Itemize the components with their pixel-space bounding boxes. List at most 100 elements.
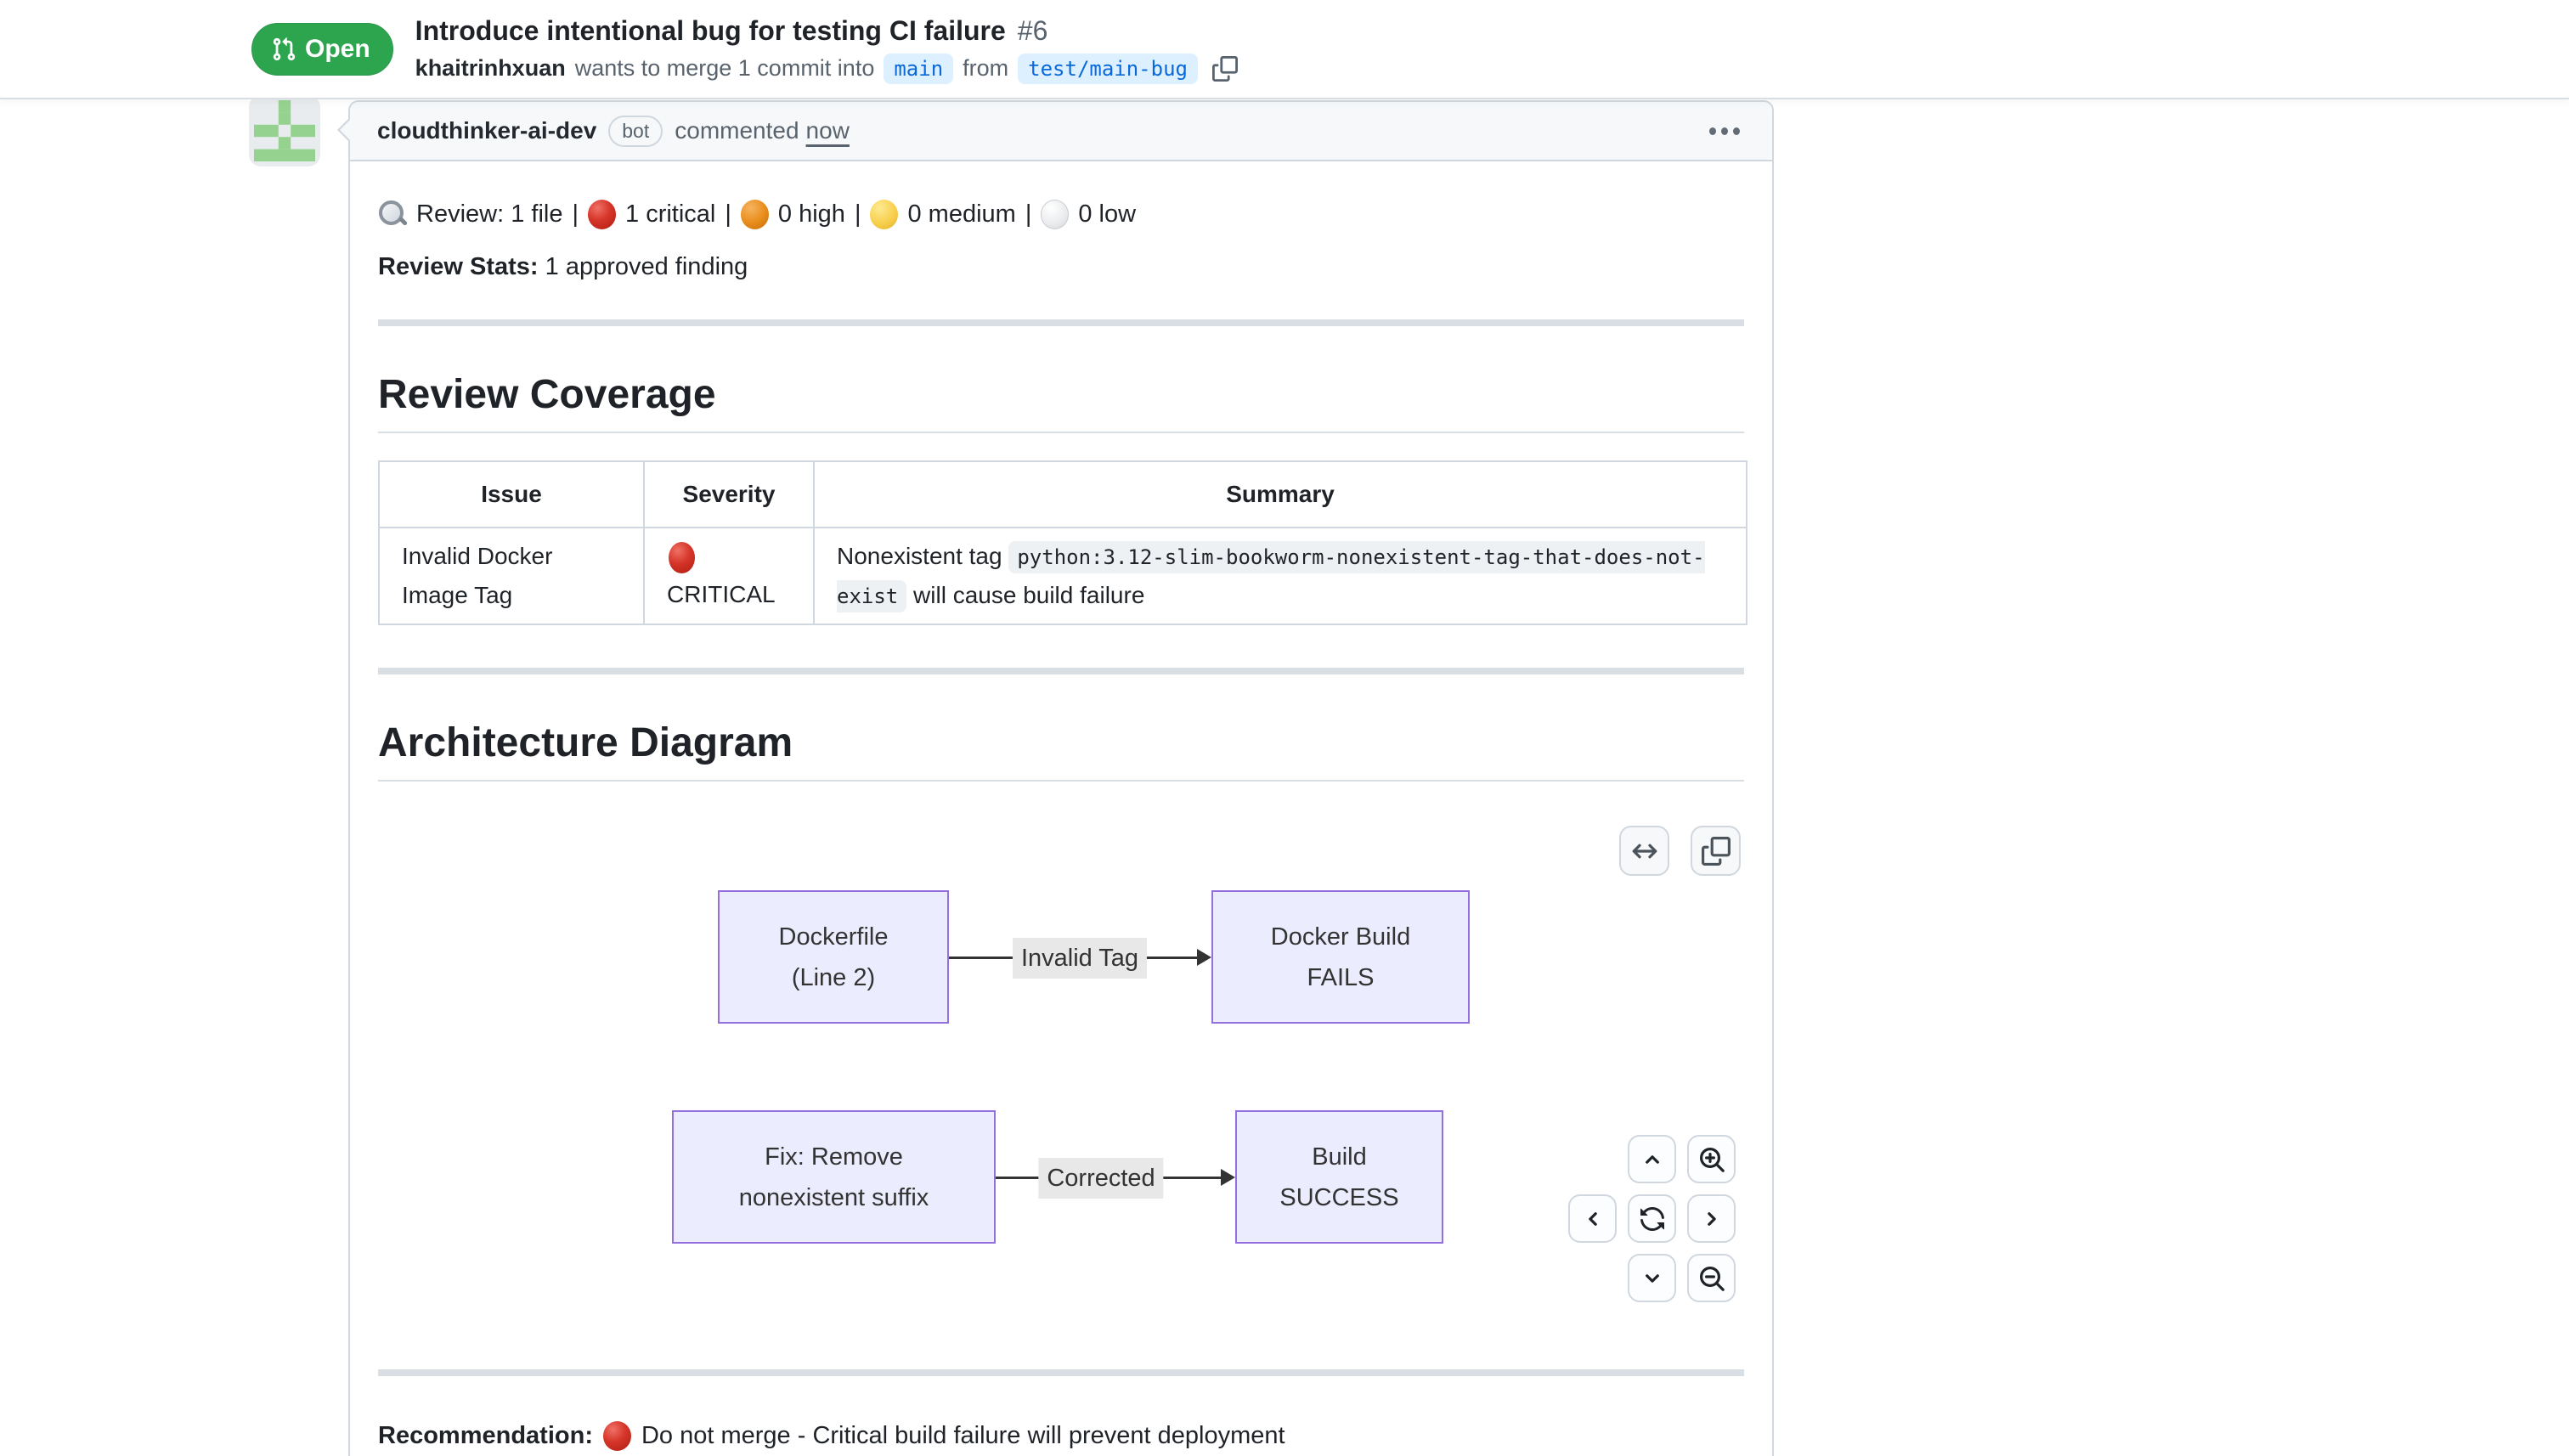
separator: | [1025,200,1032,228]
review-low-text: 0 low [1078,200,1137,228]
node-label-line: nonexistent suffix [738,1183,929,1211]
review-coverage-table: Issue Severity Summary Invalid Docker Im… [378,460,1747,625]
yellow-circle-icon [870,199,899,229]
pr-number: #6 [1017,14,1048,46]
arrowhead-icon [1197,949,1211,966]
chevron-left-icon [1580,1206,1606,1232]
copy-icon [1211,55,1238,82]
divider [378,319,1744,326]
pan-right-button[interactable] [1687,1194,1736,1243]
diagram-node-dockerfile: Dockerfile (Line 2) [718,890,949,1024]
recommendation-text: Do not merge - Critical build failure wi… [641,1422,1285,1449]
refresh-icon [1639,1205,1666,1233]
table-row: Invalid Docker Image Tag CRITICAL Nonexi… [378,527,1747,625]
separator: | [854,200,861,228]
summary-text-after: will cause build failure [913,582,1145,608]
divider [378,1369,1744,1376]
diagram-copy-button[interactable] [1691,826,1741,876]
issue-cell: Invalid Docker Image Tag [378,527,645,625]
diagram-node-fix: Fix: Remove nonexistent suffix [672,1110,996,1244]
node-label-line: (Line 2) [791,963,876,991]
comment-card: cloudthinker-ai-dev bot commented now Re… [348,100,1774,1456]
edge-label-invalid-tag: Invalid Tag [1012,938,1148,979]
bot-badge: bot [608,115,663,147]
coverage-heading: Review Coverage [378,370,1744,433]
comment-action-text: commented [675,117,799,144]
white-circle-icon [1041,199,1070,229]
horizontal-arrows-icon [1629,836,1660,866]
pr-title: Introduce intentional bug for testing CI… [415,14,1006,46]
zoom-out-button[interactable] [1687,1254,1736,1302]
severity-text: CRITICAL [667,580,776,607]
review-medium-text: 0 medium [907,200,1016,228]
node-label-line: Build [1312,1143,1367,1171]
summary-cell: Nonexistent tag python:3.12-slim-bookwor… [813,527,1747,625]
review-files-text: Review: 1 file [416,200,563,228]
pr-author-link[interactable]: khaitrinhxuan [415,55,566,81]
pr-merge-text: wants to merge 1 commit into [574,55,875,81]
review-stats-line: Review Stats: 1 approved finding [378,248,1744,285]
pr-sticky-header: Open Introduce intentional bug for testi… [0,0,2569,99]
architecture-diagram: Dockerfile (Line 2) Invalid Tag Docker B… [378,809,1744,1369]
comment-header: cloudthinker-ai-dev bot commented now [350,102,1772,161]
red-circle-icon [669,541,695,573]
comment-timestamp-link[interactable]: now [805,117,850,144]
pr-state-badge: Open [251,22,393,76]
base-branch-label[interactable]: main [884,53,954,84]
pr-meta-line: khaitrinhxuan wants to merge 1 commit in… [415,53,1238,84]
avatar[interactable] [249,95,320,166]
chevron-down-icon [1640,1266,1665,1291]
head-branch-label[interactable]: test/main-bug [1018,53,1198,84]
copy-branch-button[interactable] [1211,55,1238,82]
node-label-line: Dockerfile [778,923,889,951]
magnifier-icon [378,200,407,229]
kebab-menu-button[interactable] [1702,121,1747,142]
recommendation-line: Recommendation: Do not merge - Critical … [378,1417,1744,1454]
diagram-node-build-success: Build SUCCESS [1235,1110,1443,1244]
recommendation-label: Recommendation: [378,1422,593,1449]
node-label-line: Fix: Remove [765,1143,903,1171]
review-stats-value: 1 approved finding [545,253,748,280]
comment-body: Review: 1 file | 1 critical | 0 high | 0… [350,161,1772,1456]
zoom-out-icon [1698,1265,1725,1292]
reset-view-button[interactable] [1628,1194,1676,1243]
diagram-node-build-fails: Docker Build FAILS [1211,890,1470,1024]
review-high-text: 0 high [777,200,845,228]
pr-title-block: Introduce intentional bug for testing CI… [415,14,1238,84]
comment-author-link[interactable]: cloudthinker-ai-dev [377,117,597,144]
pan-up-button[interactable] [1628,1135,1676,1183]
column-header-summary: Summary [813,460,1747,528]
chevron-up-icon [1640,1147,1665,1172]
table-header-row: Issue Severity Summary [378,460,1747,528]
pr-from-text: from [963,55,1009,81]
pan-left-button[interactable] [1568,1194,1617,1243]
chevron-right-icon [1699,1206,1725,1232]
red-circle-icon [602,1420,631,1451]
node-label-line: FAILS [1307,963,1375,991]
copy-icon [1701,836,1731,866]
zoom-in-button[interactable] [1687,1135,1736,1183]
node-label-line: Docker Build [1270,923,1411,951]
review-summary-line: Review: 1 file | 1 critical | 0 high | 0… [378,195,1744,233]
node-label-line: SUCCESS [1279,1183,1399,1211]
column-header-issue: Issue [378,460,645,528]
separator: | [572,200,579,228]
column-header-severity: Severity [643,460,815,528]
divider [378,668,1744,674]
separator: | [725,200,731,228]
git-pull-request-icon [271,37,296,62]
severity-cell: CRITICAL [643,527,815,625]
review-critical-text: 1 critical [625,200,716,228]
summary-text-before: Nonexistent tag [837,543,1002,569]
edge-label-corrected: Corrected [1038,1158,1164,1199]
pan-down-button[interactable] [1628,1254,1676,1302]
arrowhead-icon [1221,1169,1235,1186]
pr-state-label: Open [305,34,370,63]
review-stats-label: Review Stats: [378,253,539,280]
diagram-expand-button[interactable] [1619,826,1669,876]
red-circle-icon [588,199,617,229]
architecture-heading: Architecture Diagram [378,719,1744,782]
pr-title-line: Introduce intentional bug for testing CI… [415,14,1238,47]
zoom-in-icon [1698,1146,1725,1173]
